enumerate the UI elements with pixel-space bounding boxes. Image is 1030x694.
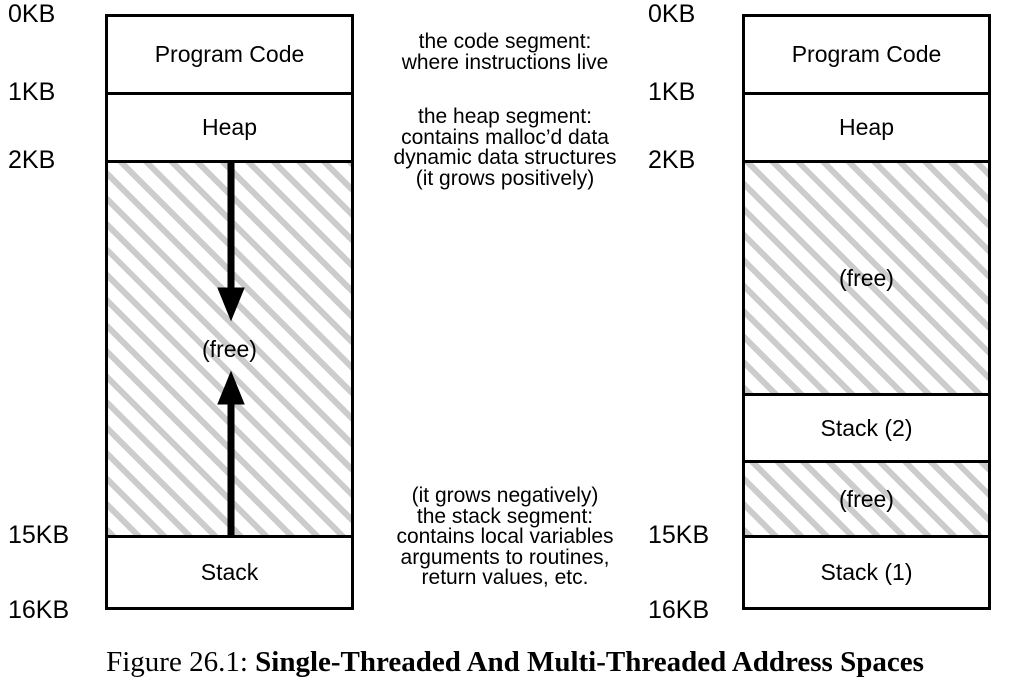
axis-label-left-16kb: 16KB [8,596,70,624]
figure-caption-title: Single-Threaded And Multi-Threaded Addre… [255,646,924,678]
segment-free: (free) [108,160,351,535]
segment-stack: Stack [108,535,351,607]
annotation-heap-line-3: dynamic data structures [393,146,617,169]
figure-caption-prefix: Figure 26.1: [106,646,248,678]
segment-label-program-code: Program Code [154,41,305,67]
axis-label-right-16kb: 16KB [648,596,710,624]
axis-label-right-0kb: 0KB [648,0,696,28]
axis-label-right-15kb: 15KB [648,521,710,549]
segment-heap: Heap [745,92,988,160]
axis-label-right-2kb: 2KB [648,146,696,174]
segment-label-heap: Heap [839,114,894,140]
annotation-stack-line-5: return values, etc. [421,566,589,589]
segment-label-heap: Heap [202,114,257,140]
annotation-code-line-1: the code segment: [418,30,592,53]
annotation-stack-line-4: arguments to routines, [400,545,610,569]
annotation-heap-line-4: (it grows positively) [415,166,595,190]
annotation-code-line-2: where instructions live [401,50,609,74]
multi-threaded-address-space: Program Code Heap (free) Stack (2) (free… [742,14,991,610]
annotation-stack-line-1: (it grows negatively) [411,484,599,507]
annotation-code-segment: the code segment: where instructions liv… [365,30,645,74]
segment-heap: Heap [108,92,351,160]
axis-label-right-1kb: 1KB [648,78,696,106]
segment-label-stack-2: Stack (2) [820,414,913,441]
segment-label-free: (free) [202,335,257,362]
segment-free-lower: (free) [745,460,988,535]
annotation-stack-segment: (it grows negatively) the stack segment:… [365,484,645,589]
annotation-heap-line-2: contains malloc’d data [401,125,609,149]
figure-caption: Figure 26.1: Single-Threaded And Multi-T… [0,645,1030,680]
segment-stack-2: Stack (2) [745,393,988,460]
segment-label-stack-1: Stack (1) [820,559,913,585]
annotation-heap-line-1: the heap segment: [418,105,592,128]
segment-label-free-lower: (free) [839,485,894,512]
segment-label-stack: Stack [200,559,259,585]
axis-label-left-0kb: 0KB [8,0,56,28]
segment-program-code: Program Code [108,17,351,92]
axis-label-left-2kb: 2KB [8,146,56,174]
annotation-stack-line-2: the stack segment: [416,504,594,528]
segment-free-upper: (free) [745,160,988,393]
segment-label-program-code: Program Code [791,41,942,67]
axis-label-left-1kb: 1KB [8,78,56,106]
annotation-heap-segment: the heap segment: contains malloc’d data… [365,105,645,190]
segment-program-code: Program Code [745,17,988,92]
axis-label-left-15kb: 15KB [8,521,70,549]
annotation-stack-line-3: contains local variables [396,525,614,548]
segment-label-free-upper: (free) [839,264,894,291]
segment-stack-1: Stack (1) [745,535,988,607]
single-threaded-address-space: Program Code Heap (free) Stack [105,14,354,610]
